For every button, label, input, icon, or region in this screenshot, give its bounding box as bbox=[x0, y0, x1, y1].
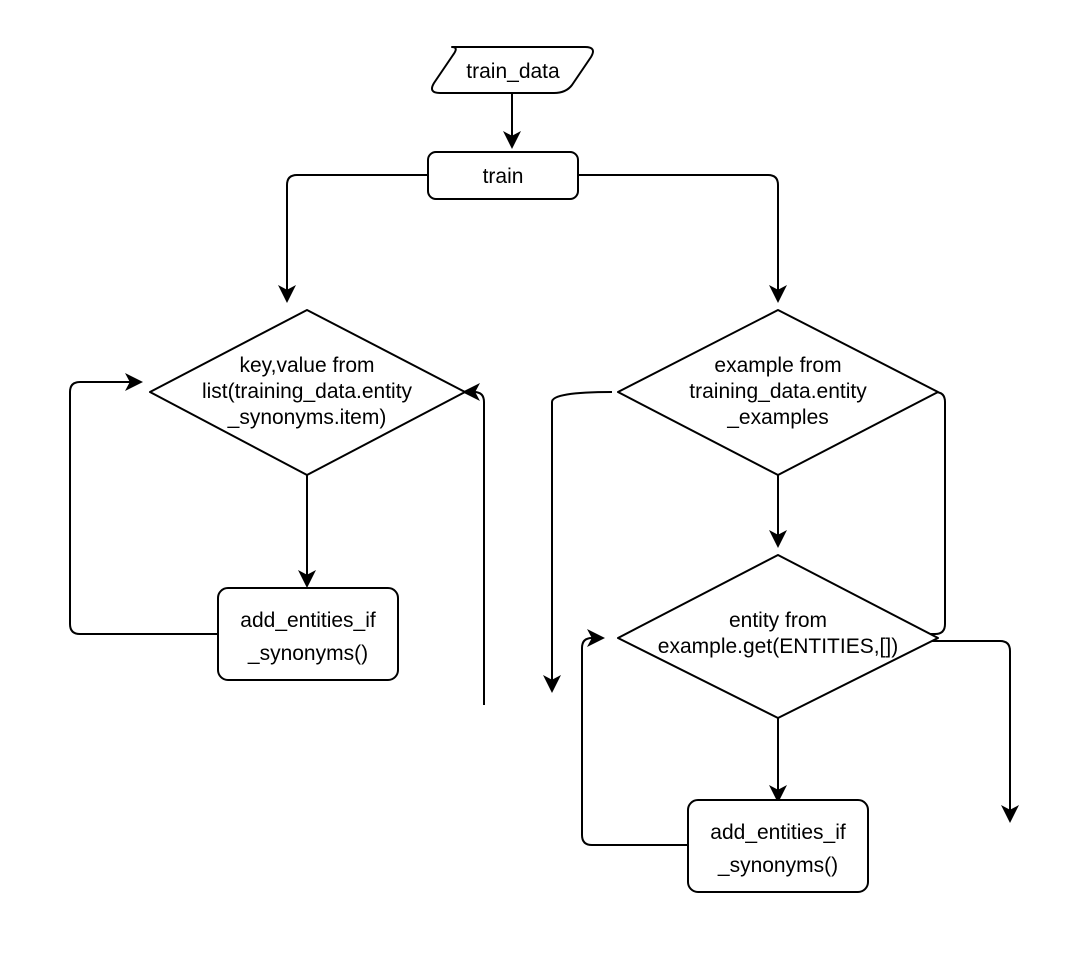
nodes-layer: train_data train key,value from list(tra… bbox=[149, 46, 939, 893]
node-loop_examples-label-line-1: training_data.entity bbox=[689, 380, 867, 403]
node-loop_entities[interactable]: entity from example.get(ENTITIES,[]) bbox=[617, 554, 939, 719]
node-add_entities_right-label-line-0: add_entities_if bbox=[710, 821, 846, 844]
node-train_data-label: train_data bbox=[466, 60, 560, 83]
add-entities-right-box-shape bbox=[687, 799, 869, 893]
edge-train-to-loop_synonyms bbox=[278, 174, 428, 303]
node-add_entities_left-label-line-0: add_entities_if bbox=[240, 609, 376, 632]
train-data-parallelogram-shape bbox=[431, 46, 594, 94]
node-loop_synonyms[interactable]: key,value from list(training_data.entity… bbox=[149, 309, 466, 476]
node-add_entities_left-label-line-1: _synonyms() bbox=[247, 642, 368, 665]
node-add_entities_left[interactable]: add_entities_if _synonyms() bbox=[217, 587, 399, 681]
loop-entities-diamond-shape bbox=[617, 554, 939, 719]
edge-train-to-loop_examples bbox=[578, 174, 787, 303]
node-loop_examples[interactable]: example from training_data.entity _examp… bbox=[617, 309, 939, 476]
edge-loop_synonyms-exit bbox=[462, 383, 485, 705]
add-entities-left-box-shape bbox=[217, 587, 399, 681]
node-train-label: train bbox=[483, 165, 524, 188]
loop-examples-diamond-shape bbox=[617, 309, 939, 476]
edge-loop_examples-exit bbox=[543, 391, 613, 693]
edge-loop_entities-exit bbox=[880, 640, 1019, 823]
node-add_entities_right-label-line-1: _synonyms() bbox=[717, 854, 838, 877]
node-loop_synonyms-label-line-2: _synonyms.item) bbox=[227, 406, 387, 429]
node-loop_entities-label-line-0: entity from bbox=[729, 609, 827, 632]
edges-layer bbox=[69, 94, 1019, 846]
node-loop_examples-label-line-2: _examples bbox=[726, 406, 829, 429]
node-loop_synonyms-label-line-1: list(training_data.entity bbox=[202, 380, 413, 403]
edge-add_entities_left-loopback bbox=[69, 373, 218, 635]
node-loop_synonyms-label-line-0: key,value from bbox=[240, 354, 375, 377]
edge-loop_entities-return-to-loop_examples bbox=[880, 383, 946, 635]
node-train_data[interactable]: train_data bbox=[431, 46, 594, 94]
loop-synonyms-diamond-shape bbox=[149, 309, 466, 476]
node-add_entities_right[interactable]: add_entities_if _synonyms() bbox=[687, 799, 869, 893]
node-loop_examples-label-line-0: example from bbox=[714, 354, 841, 377]
edge-add_entities_right-loopback bbox=[581, 629, 688, 846]
train-box-shape bbox=[427, 151, 579, 200]
node-train[interactable]: train bbox=[427, 151, 579, 200]
node-loop_entities-label-line-1: example.get(ENTITIES,[]) bbox=[658, 635, 898, 658]
